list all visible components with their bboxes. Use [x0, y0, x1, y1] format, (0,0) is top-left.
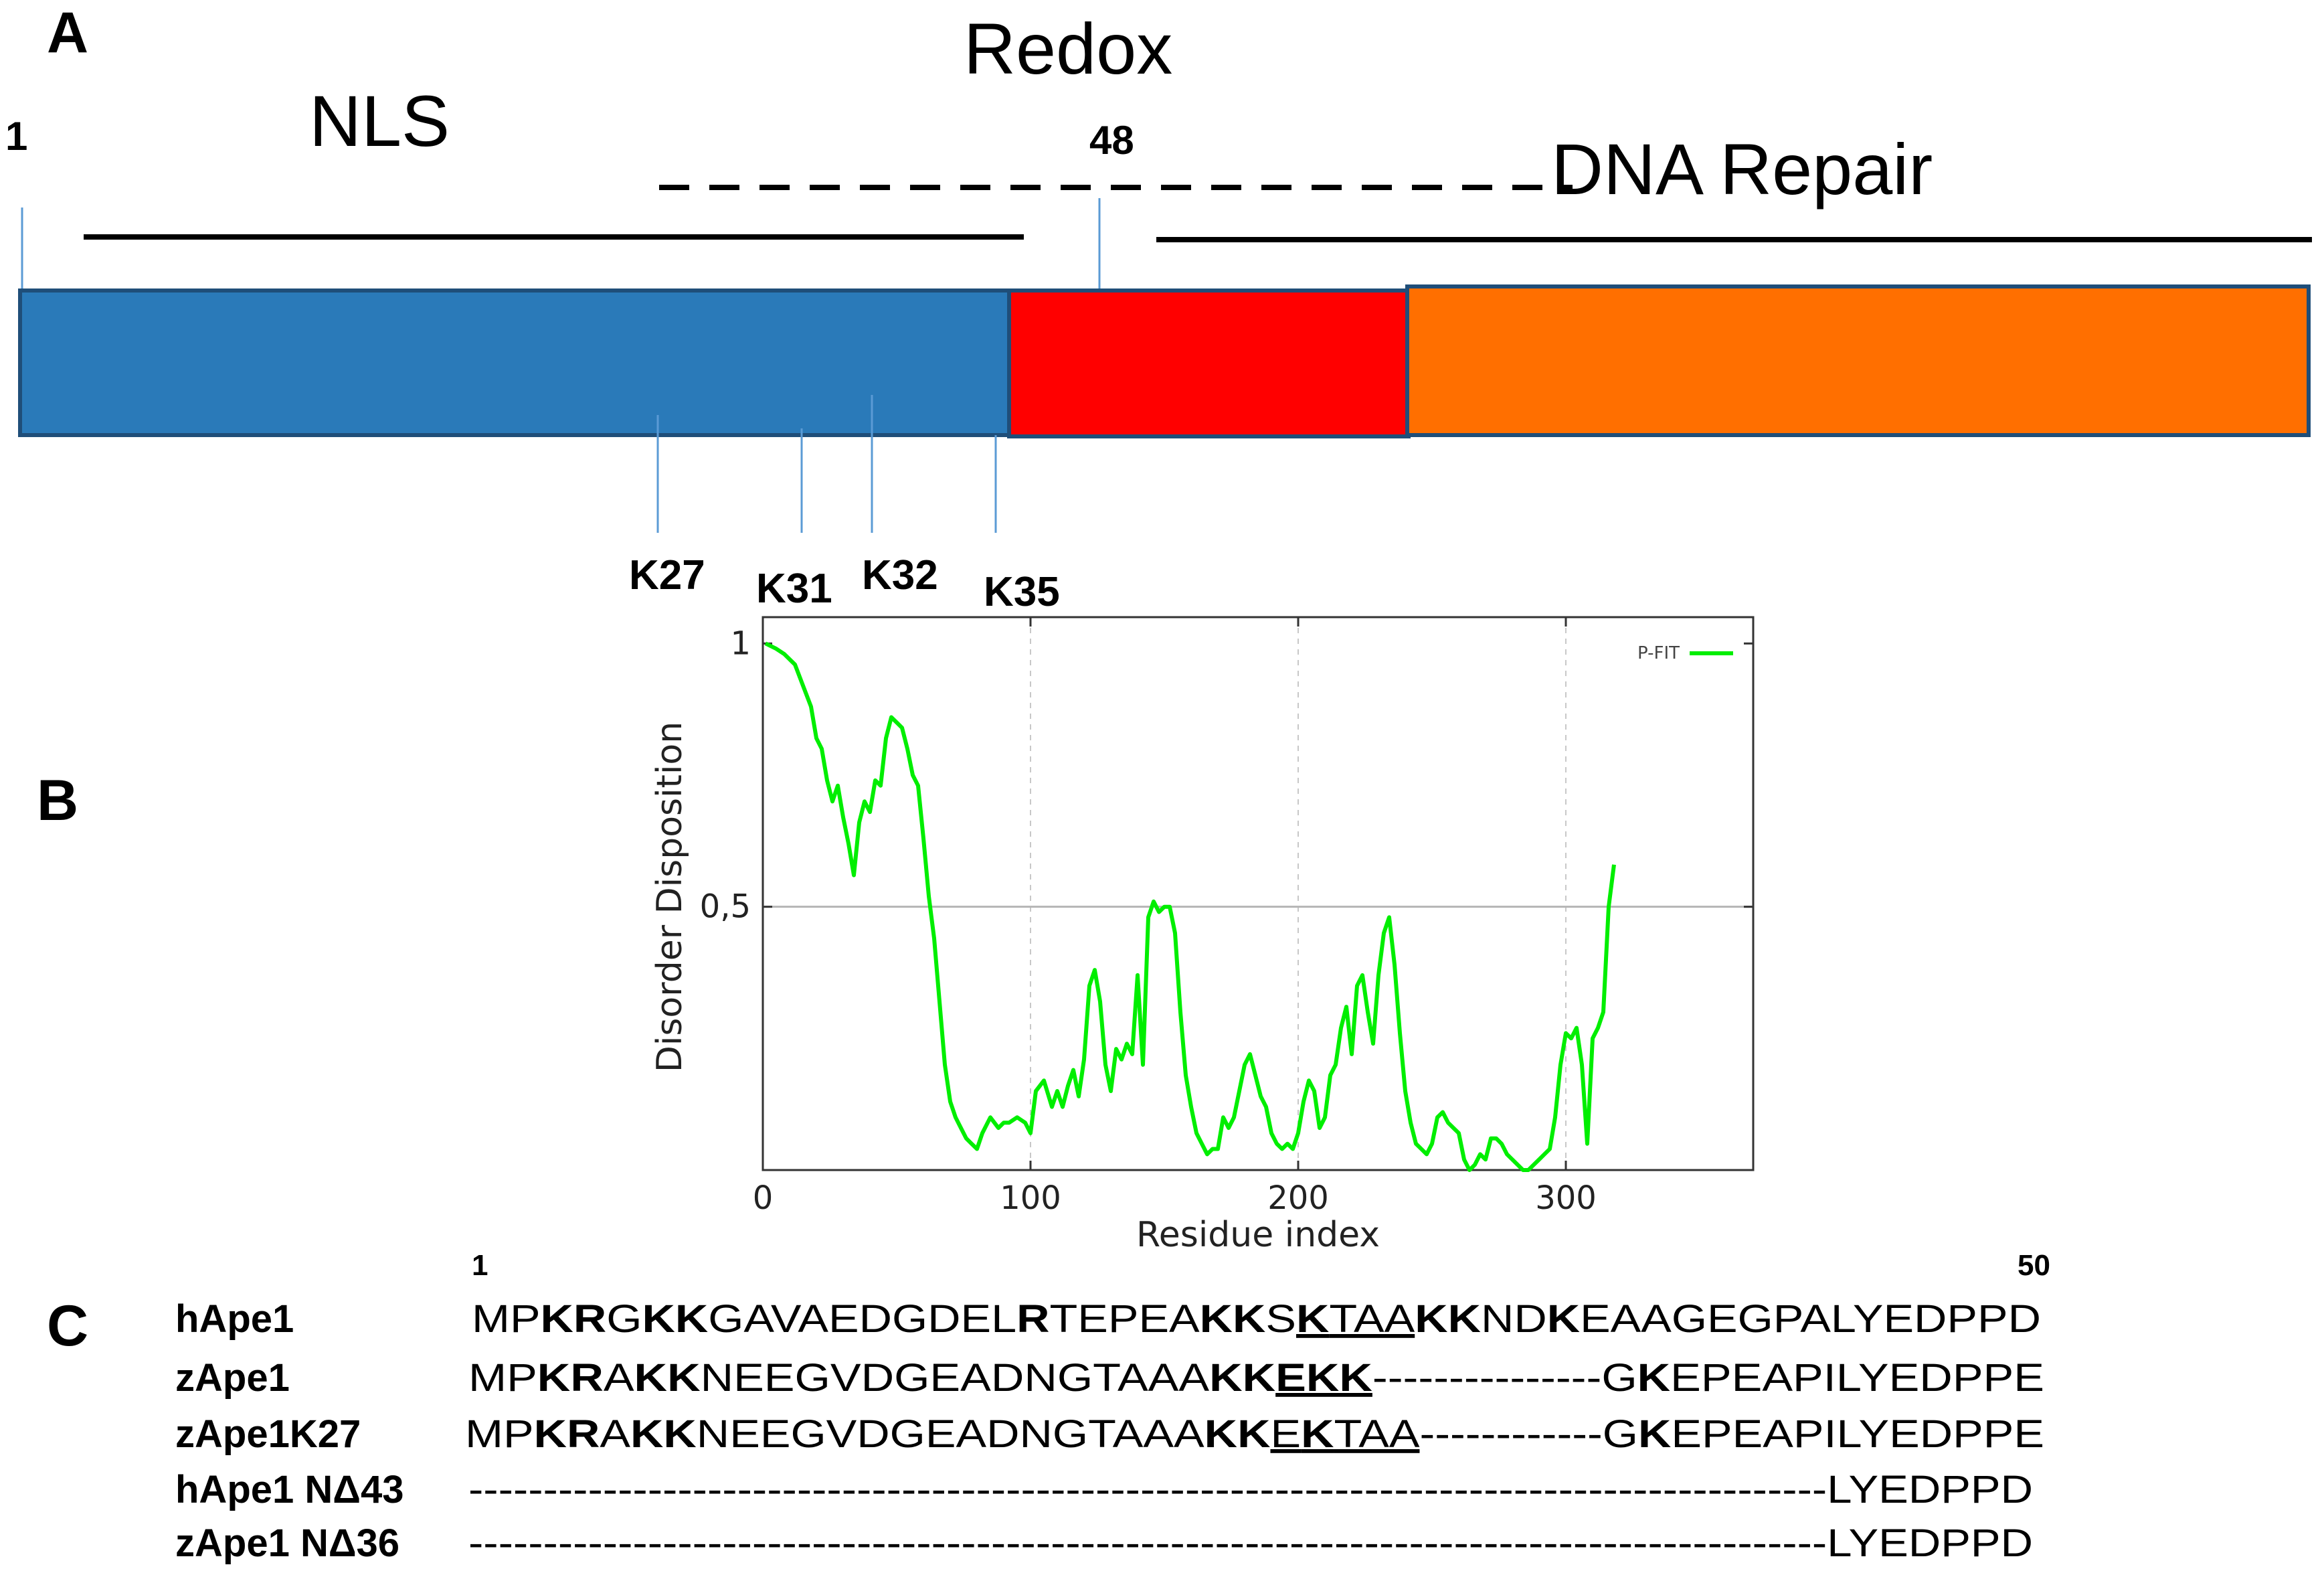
highlighted-residues: K: [1301, 1412, 1334, 1456]
alignment-end-number: 50: [2018, 1249, 2050, 1282]
residue-run: G: [606, 1297, 642, 1341]
residue-run: EPEAPILYEDPPE: [1670, 1356, 2044, 1400]
residue-run: K: [1637, 1356, 1671, 1400]
panel-a: A Redox NLS DNA Repair 1 48 K27 K31 K32 …: [5, 1, 2312, 615]
residue-run: KR: [537, 1356, 604, 1400]
site-k27-label: K27: [629, 552, 705, 598]
sequence-row: hApe1 NΔ43 -----------------------------…: [175, 1468, 2033, 1511]
residue-run: G: [1603, 1412, 1638, 1456]
sequence-residues: ----------------------------------------…: [468, 1521, 2033, 1565]
residue-run: KK: [1200, 1297, 1266, 1341]
highlighted-residues: TAA: [1329, 1297, 1415, 1341]
residue-run: NEEGVDGEADNGTAAA: [697, 1412, 1204, 1456]
sequence-name: hApe1 NΔ43: [175, 1468, 404, 1511]
highlighted-residues: EKK: [1275, 1356, 1372, 1400]
residue-run: GAVAEDGDEL: [708, 1297, 1016, 1341]
position-start-label: 1: [5, 114, 27, 159]
alignment-start-number: 1: [472, 1249, 488, 1282]
residue-run: R: [1016, 1297, 1049, 1341]
residue-run: KR: [541, 1297, 607, 1341]
sequence-name: hApe1: [175, 1297, 294, 1341]
site-k31-label: K31: [756, 566, 832, 612]
residue-run: K: [1547, 1297, 1581, 1341]
residue-run: ------------: [1419, 1412, 1602, 1456]
sequence-residues: ----------------------------------------…: [468, 1468, 2033, 1511]
residue-run: NEEGVDGEADNGTAAA: [701, 1356, 1210, 1400]
sequence-name: zApe1K27: [175, 1412, 361, 1456]
xtick-label: 100: [1000, 1179, 1061, 1217]
residue-run: TEPEA: [1050, 1297, 1200, 1341]
residue-run: LYEDPPD: [1827, 1521, 2033, 1565]
xtick-label: 0: [753, 1179, 774, 1217]
residue-run: KK: [630, 1412, 697, 1456]
residue-run: EAAGEGPALYEDPPD: [1580, 1297, 2041, 1341]
nls-segment: [18, 288, 1012, 437]
residue-run: S: [1265, 1297, 1296, 1341]
sequence-name: zApe1 NΔ36: [175, 1521, 399, 1565]
legend-label: P-FIT: [1637, 643, 1680, 663]
x-axis-title: Residue index: [1136, 1215, 1380, 1255]
site-k32-label: K32: [862, 552, 938, 598]
disorder-plot: 0,5 1 0 100 200 300 Residue index Disord…: [650, 616, 1755, 1255]
y-axis-title: Disorder Disposition: [650, 722, 690, 1072]
residue-run: MP: [472, 1297, 541, 1341]
residue-run: ----------------------------------------…: [468, 1468, 1827, 1511]
panel-c-letter: C: [47, 1294, 88, 1358]
highlighted-residues: TAA: [1334, 1412, 1420, 1456]
residue-run: MP: [465, 1412, 534, 1456]
residue-run: KK: [1209, 1356, 1275, 1400]
dna-repair-label: DNA Repair: [1551, 129, 1933, 210]
ytick-label: 0,5: [700, 888, 751, 926]
residue-run: KK: [634, 1356, 701, 1400]
residue-run: ---------------: [1372, 1356, 1601, 1400]
residue-run: KK: [1415, 1297, 1481, 1341]
residue-run: EPEAPILYEDPPE: [1671, 1412, 2044, 1456]
panel-b-letter: B: [37, 768, 78, 833]
site-k35-label: K35: [984, 569, 1060, 615]
sequence-name: zApe1: [175, 1356, 290, 1400]
residue-run: A: [600, 1412, 630, 1456]
ytick-label: 1: [730, 625, 751, 662]
panel-b: B 0,5 1 0 100 200 300 Residue index Diso…: [37, 616, 1755, 1255]
highlighted-residues: K: [1296, 1297, 1330, 1341]
panel-a-letter: A: [47, 1, 88, 65]
axis-ticks: [762, 617, 1753, 1170]
highlighted-residues: E: [1270, 1412, 1301, 1456]
residue-run: MP: [468, 1356, 537, 1400]
dna-repair-segment: [1405, 284, 2311, 437]
residue-run: A: [604, 1356, 634, 1400]
xtick-label: 300: [1535, 1179, 1597, 1217]
series-line-p-fit: [764, 641, 1616, 1172]
sequence-row: zApe1 NΔ36 -----------------------------…: [175, 1521, 2033, 1565]
vertical-gridlines: [1030, 617, 1567, 1170]
residue-run: K: [1638, 1412, 1672, 1456]
nls-label: NLS: [309, 80, 450, 161]
residue-run: KK: [642, 1297, 708, 1341]
position-48-label: 48: [1089, 118, 1134, 163]
residue-run: LYEDPPD: [1827, 1468, 2033, 1511]
residue-run: KK: [1204, 1412, 1271, 1456]
residue-run: ND: [1481, 1297, 1547, 1341]
residue-run: ----------------------------------------…: [468, 1521, 1827, 1565]
redox-label: Redox: [964, 8, 1172, 89]
residue-run: G: [1601, 1356, 1637, 1400]
residue-run: KR: [534, 1412, 600, 1456]
xtick-label: 200: [1267, 1179, 1329, 1217]
redox-segment: [1007, 288, 1411, 438]
